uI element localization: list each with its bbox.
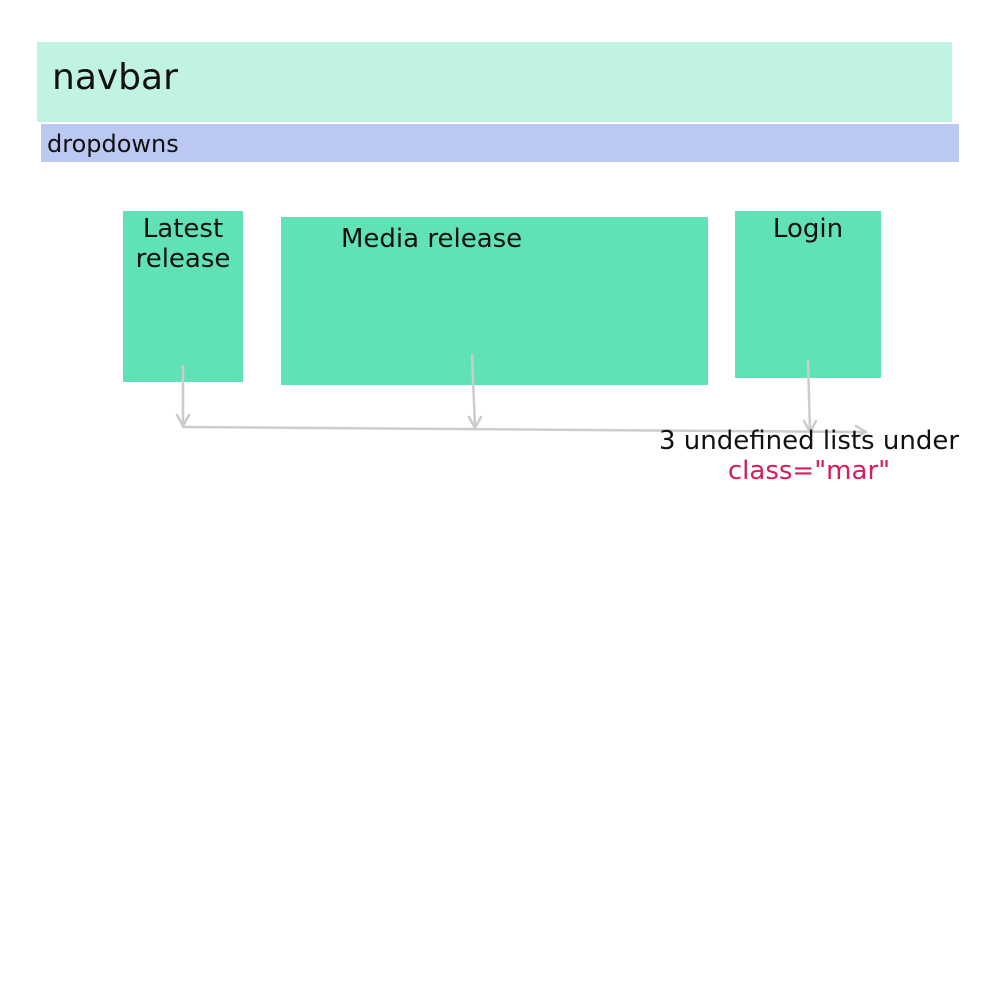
- connector-arrowhead-latest: [175, 413, 191, 428]
- latest-release-box: Latest release: [123, 211, 243, 382]
- connector-baseline-arrowhead: [854, 424, 868, 439]
- latest-release-label-line2: release: [135, 244, 231, 274]
- note-text: 3 undefined lists under class="mar": [636, 426, 982, 486]
- media-release-label: Media release: [341, 224, 523, 254]
- note-line2: class="mar": [727, 456, 891, 486]
- connector-arrowhead-media: [467, 415, 483, 430]
- dropdowns-region: dropdowns: [41, 124, 959, 162]
- connector-arrow-media: [470, 353, 477, 429]
- dropdowns-label: dropdowns: [47, 130, 179, 158]
- media-release-box: Media release: [281, 217, 708, 385]
- login-label: Login: [772, 214, 844, 244]
- navbar-region: navbar: [37, 42, 952, 122]
- connector-baseline: [181, 425, 867, 434]
- note-line1: 3 undefined lists under: [658, 426, 960, 456]
- connector-arrowhead-login: [802, 419, 818, 434]
- latest-release-label-line1: Latest: [142, 214, 224, 244]
- connector-arrow-login: [806, 359, 812, 433]
- navbar-label: navbar: [52, 57, 178, 98]
- login-box: Login: [735, 211, 881, 378]
- latest-release-label: Latest release: [123, 214, 243, 274]
